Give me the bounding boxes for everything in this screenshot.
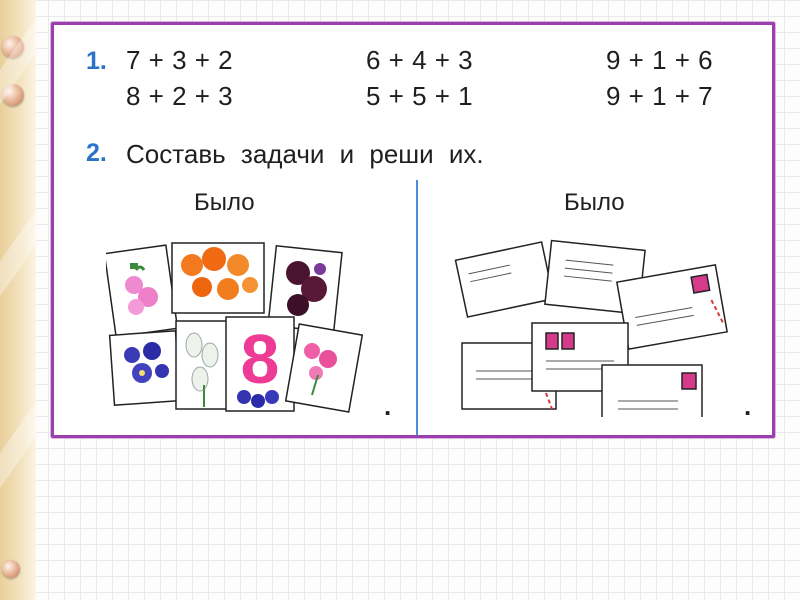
right-panel-label: Было [564,189,625,216]
expression: 8 + 2 + 3 [126,81,234,111]
postcard-orange-flowers [171,242,265,314]
card-number-text: 8 [241,320,280,398]
bead-decoration [2,84,24,106]
postcard-blue-flowers [108,329,182,407]
postcard-pink-bouquet [284,323,364,413]
task2-instruction: Составь задачи и реши их. [126,139,484,169]
task1-number: 1. [86,47,107,75]
task2-number: 2. [86,139,107,167]
envelope [531,322,629,392]
postcard-pink-flowers [106,244,179,338]
envelope [454,241,555,318]
panel-divider [416,180,418,435]
expression: 9 + 1 + 6 [606,45,714,75]
postcard-number-eight: 8 [225,316,295,412]
left-panel-label: Было [194,189,255,216]
exercise-card: 1. 7 + 3 + 2 8 + 2 + 3 6 + 4 + 3 5 + 5 +… [51,22,775,438]
postcard-white-flowers [175,320,233,410]
postcards-illustration: 8 [106,242,364,413]
bead-decoration [2,560,20,578]
envelope [615,263,729,351]
envelopes-illustration [454,239,729,417]
envelope [601,364,703,417]
right-panel-end-mark: . [744,391,752,421]
expression: 5 + 5 + 1 [366,81,474,111]
left-panel-end-mark: . [384,391,392,421]
expression: 6 + 4 + 3 [366,45,474,75]
bead-decoration [2,36,24,58]
decorative-left-strip [0,0,36,600]
expression: 7 + 3 + 2 [126,45,234,75]
expression: 9 + 1 + 7 [606,81,714,111]
